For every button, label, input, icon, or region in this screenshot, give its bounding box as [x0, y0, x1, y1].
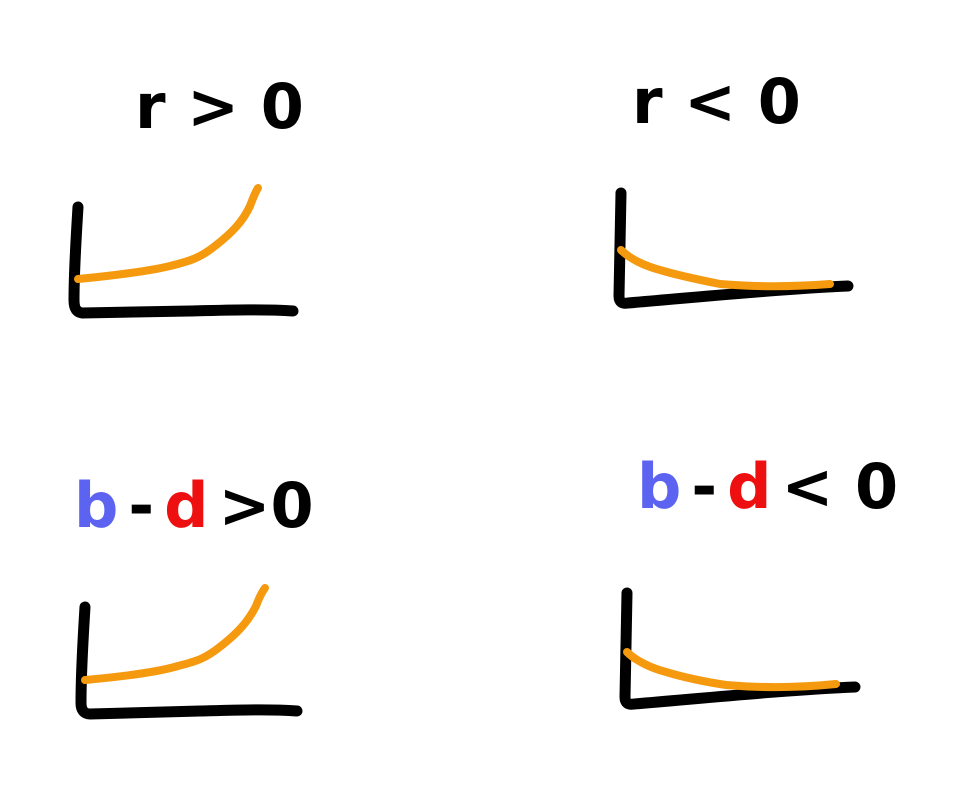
growth-curve-r-positive [74, 184, 262, 283]
growth-curve-b-minus-d-positive [81, 584, 269, 684]
panel-label-r-negative: r < 0 [632, 65, 801, 138]
decline-curve-b-minus-d-negative [623, 648, 840, 692]
panel-r-positive: r > 0 [68, 70, 304, 319]
axes-r-positive [68, 201, 299, 319]
label-segment-b-minus-d-positive-2: d [164, 469, 208, 542]
label-segment-r-negative-0: r < 0 [632, 65, 801, 138]
panel-label-b-minus-d-positive: b-d>0 [74, 469, 314, 542]
panel-label-r-positive: r > 0 [135, 70, 304, 143]
label-segment-b-minus-d-positive-0: b [74, 469, 118, 542]
label-segment-b-minus-d-negative-1: - [691, 450, 717, 523]
panel-label-b-minus-d-negative: b-d< 0 [637, 450, 898, 523]
panel-b-minus-d-negative: b-d< 0 [619, 450, 898, 710]
label-segment-r-positive-0: r > 0 [135, 70, 304, 143]
label-segment-b-minus-d-negative-2: d [727, 450, 771, 523]
panel-r-negative: r < 0 [613, 65, 854, 309]
label-segment-b-minus-d-negative-3: < 0 [782, 450, 899, 523]
decline-curve-r-negative [617, 246, 834, 291]
axes-b-minus-d-positive [75, 601, 303, 720]
label-segment-b-minus-d-negative-0: b [637, 450, 681, 523]
label-segment-b-minus-d-positive-3: >0 [219, 469, 314, 542]
panel-b-minus-d-positive: b-d>0 [74, 469, 314, 720]
label-segment-b-minus-d-positive-1: - [128, 469, 154, 542]
